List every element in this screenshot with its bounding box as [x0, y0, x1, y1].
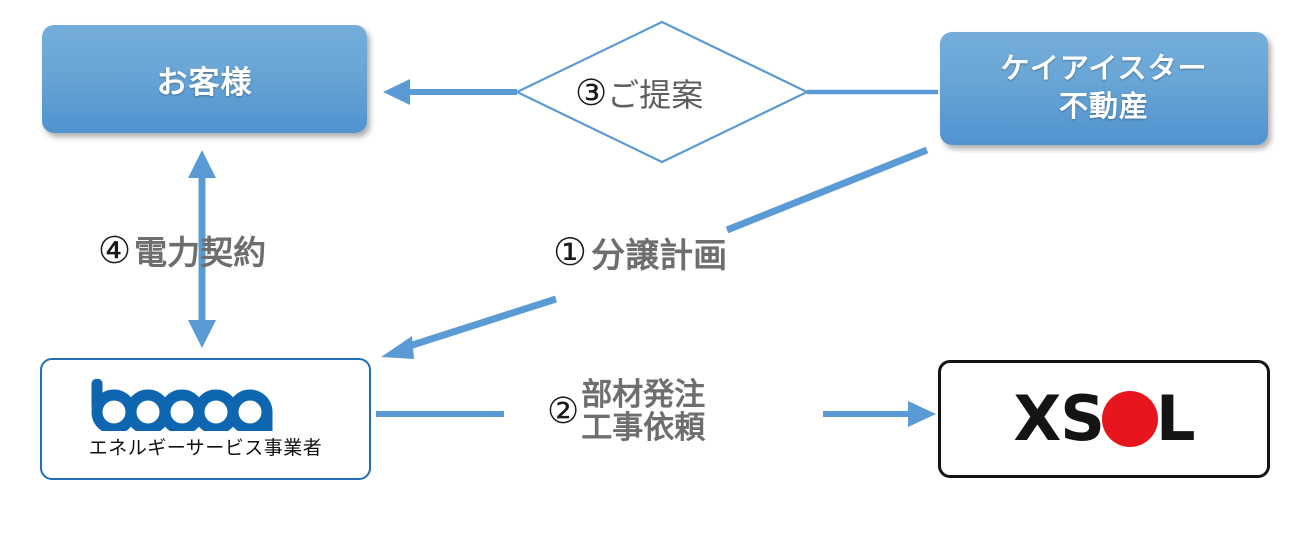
node-kistar-label-line2: 不動産 — [1058, 90, 1149, 123]
flow-number-3: ③ — [575, 72, 608, 113]
node-looop-caption: エネルギーサービス事業者 — [88, 437, 323, 459]
flow-label-parts-order-line1: 部材発注 — [581, 377, 706, 412]
flow-label-power-contract: ④ 電力契約 — [98, 226, 266, 274]
flow-number-4: ④ — [98, 229, 132, 271]
node-looop[interactable]: エネルギーサービス事業者 — [40, 358, 371, 480]
flow-label-power-contract-text: 電力契約 — [134, 234, 267, 271]
node-kistar-label-wrap: ケイアイスター 不動産 — [1000, 51, 1207, 125]
flow-label-proposal-text: ご提案 — [607, 77, 704, 113]
flow-label-subdivision-plan: ① 分譲計画 — [553, 228, 727, 277]
node-kistar-real-estate[interactable]: ケイアイスター 不動産 — [940, 32, 1268, 145]
looop-logo-icon — [91, 378, 272, 431]
node-customer-label: お客様 — [156, 64, 253, 100]
flow-label-parts-order: ② 部材発注 工事依頼 — [547, 378, 705, 445]
xsol-logo-right: L — [1155, 382, 1196, 455]
arrow-order-to-xsol — [823, 401, 936, 427]
xsol-logo-icon: XS L — [1013, 382, 1196, 455]
flow-label-parts-order-lines: 部材発注 工事依頼 — [581, 378, 705, 445]
node-customer[interactable]: お客様 — [42, 25, 367, 133]
xsol-logo-red-circle-icon — [1101, 391, 1158, 447]
flow-label-parts-order-line2: 工事依頼 — [581, 410, 706, 446]
flow-number-2: ② — [547, 390, 580, 432]
flow-label-proposal: ③ ご提案 — [575, 70, 703, 116]
node-kistar-label-line1: ケイアイスター — [1000, 53, 1208, 86]
arrow-diamond-to-customer — [383, 79, 517, 105]
node-xsol[interactable]: XS L — [938, 360, 1270, 478]
xsol-logo-left: XS — [1013, 382, 1105, 455]
flow-number-1: ① — [553, 232, 588, 274]
flow-label-subdivision-plan-text: 分譲計画 — [591, 237, 728, 275]
